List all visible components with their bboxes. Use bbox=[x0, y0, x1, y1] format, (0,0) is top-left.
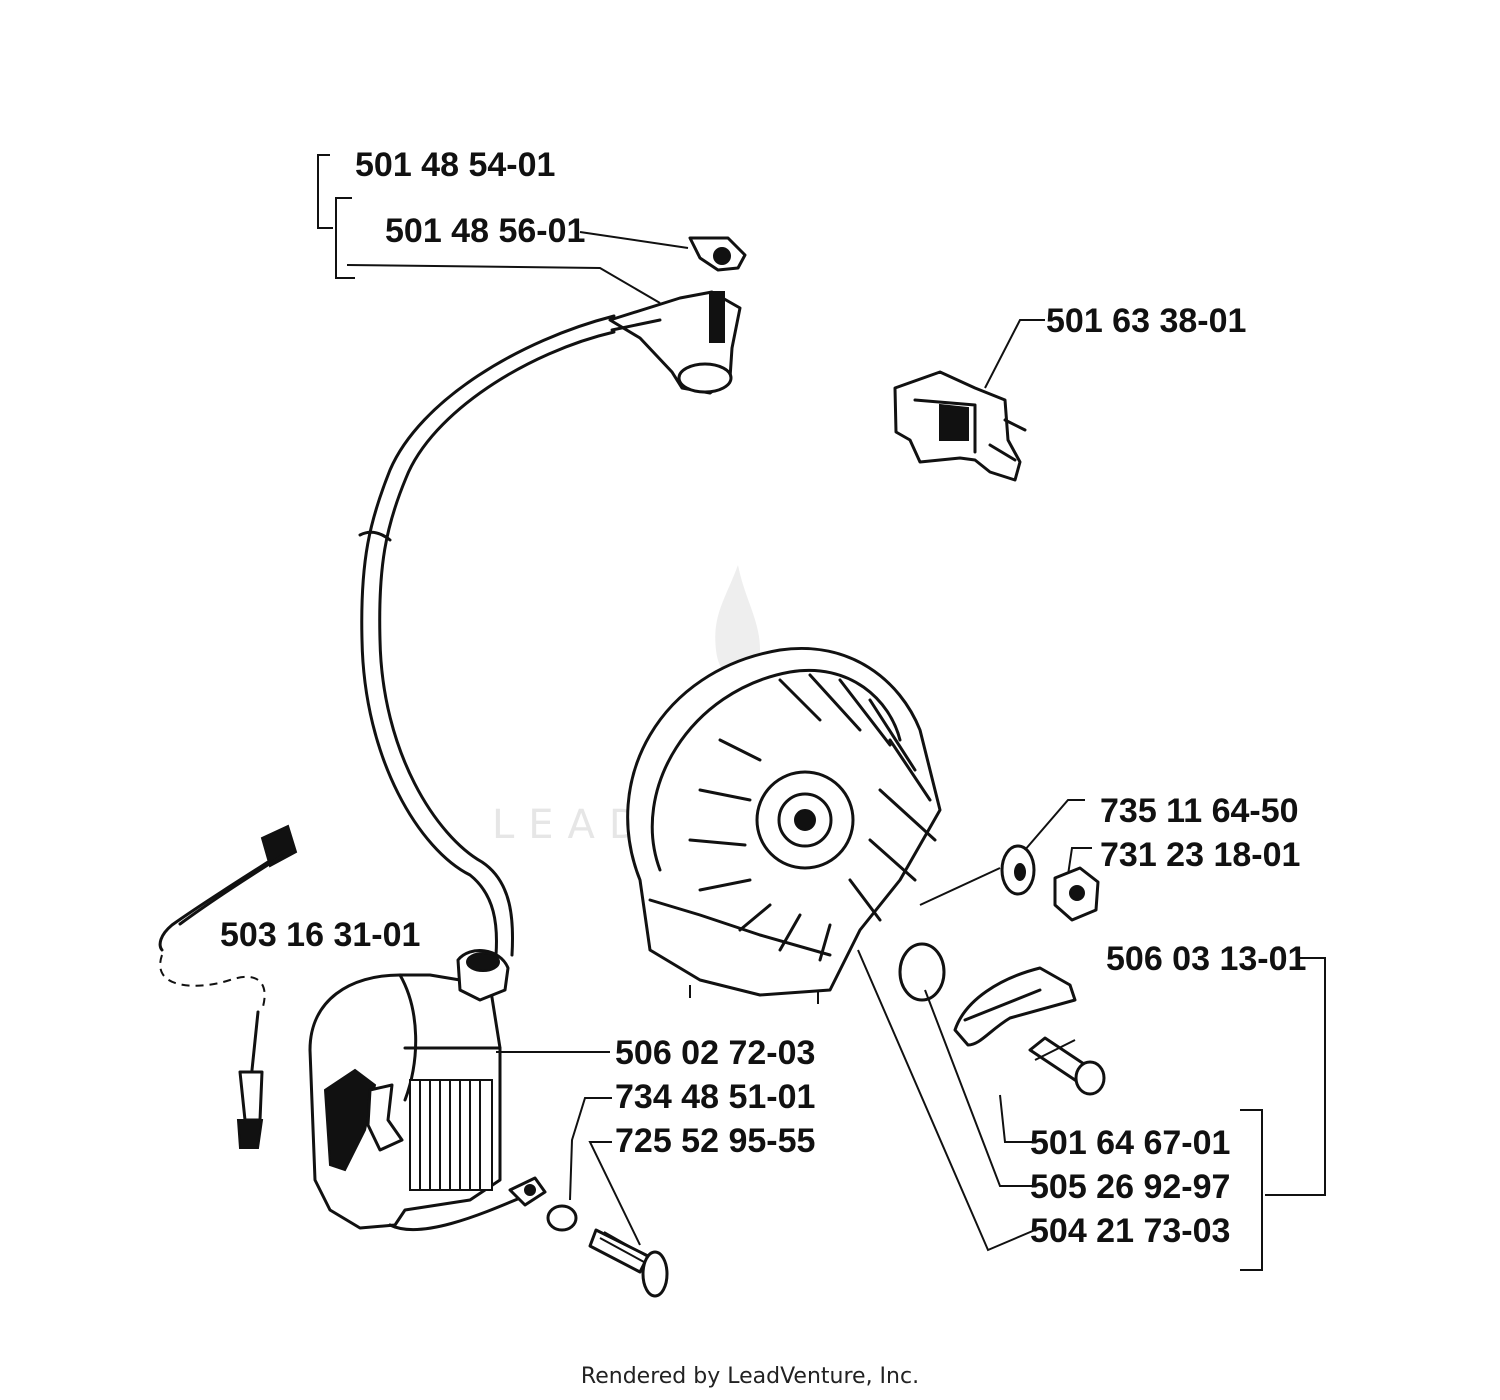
part-label-506-03-13-01[interactable]: 506 03 13-01 bbox=[1106, 940, 1306, 978]
render-credit: Rendered by LeadVenture, Inc. bbox=[580, 1364, 920, 1389]
flame-logo-icon bbox=[715, 565, 760, 680]
ignition-lead-assembly bbox=[317, 154, 747, 957]
part-label-731-23-18-01[interactable]: 731 23 18-01 bbox=[1100, 836, 1300, 874]
part-labels: 501 48 54-01 501 48 56-01 501 63 38-01 7… bbox=[220, 146, 1306, 1250]
flywheel bbox=[626, 647, 942, 1004]
module-core-hatching bbox=[409, 1079, 493, 1191]
part-label-506-02-72-03[interactable]: 506 02 72-03 bbox=[615, 1034, 815, 1072]
short-cable-lead bbox=[158, 824, 298, 1149]
ignition-module bbox=[308, 949, 610, 1231]
part-label-501-48-56-01[interactable]: 501 48 56-01 bbox=[385, 212, 585, 250]
part-label-505-26-92-97[interactable]: 505 26 92-97 bbox=[1030, 1168, 1230, 1206]
part-label-501-63-38-01[interactable]: 501 63 38-01 bbox=[1046, 302, 1246, 340]
part-label-734-48-51-01[interactable]: 734 48 51-01 bbox=[615, 1078, 815, 1116]
part-label-503-16-31-01[interactable]: 503 16 31-01 bbox=[220, 916, 420, 954]
part-label-501-48-54-01[interactable]: 501 48 54-01 bbox=[355, 146, 555, 184]
module-screw-washer bbox=[546, 1097, 669, 1298]
starter-pawl-assembly bbox=[857, 942, 1326, 1271]
flywheel-washer-nut bbox=[919, 799, 1100, 922]
stop-switch bbox=[893, 319, 1045, 482]
part-label-501-64-67-01[interactable]: 501 64 67-01 bbox=[1030, 1124, 1230, 1162]
part-label-504-21-73-03[interactable]: 504 21 73-03 bbox=[1030, 1212, 1230, 1250]
part-label-725-52-95-55[interactable]: 725 52 95-55 bbox=[615, 1122, 815, 1160]
part-label-735-11-64-50[interactable]: 735 11 64-50 bbox=[1100, 792, 1299, 830]
